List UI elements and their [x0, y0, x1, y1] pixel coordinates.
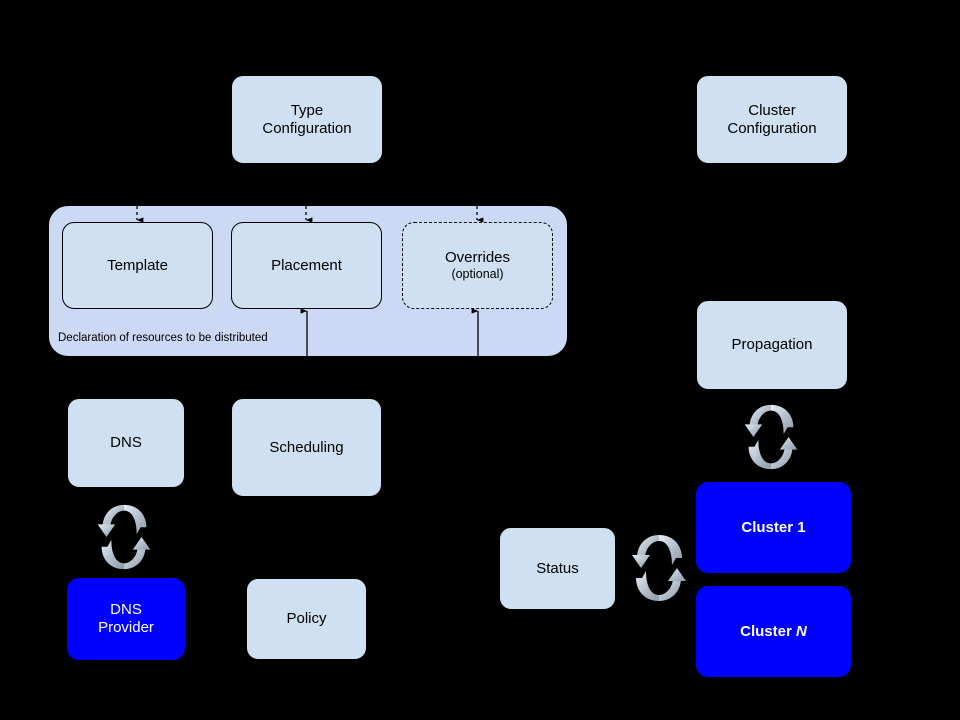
node-label: Scheduling — [269, 438, 344, 456]
node-status[interactable]: Status — [499, 527, 616, 610]
node-label: Cluster 1 — [741, 518, 806, 536]
sync-arrowhead-down — [744, 424, 763, 437]
node-label: Cluster Configuration — [727, 101, 817, 137]
sync-arc-top-left — [749, 404, 771, 428]
node-cluster-configuration[interactable]: Cluster Configuration — [696, 75, 848, 164]
sync-arc-top — [659, 535, 682, 565]
node-overrides[interactable]: Overrides(optional) — [402, 222, 553, 309]
node-cluster-1[interactable]: Cluster 1 — [696, 482, 851, 573]
node-label: Policy — [286, 610, 327, 627]
node-label: Status — [536, 559, 579, 577]
node-cluster-n[interactable]: Cluster N — [696, 586, 851, 677]
sync-icon-status-cluster-sync — [632, 535, 686, 601]
node-label: Cluster N — [740, 622, 807, 640]
node-scheduling[interactable]: Scheduling — [231, 398, 382, 497]
node-template[interactable]: Template — [62, 222, 213, 309]
node-label: DNS Provider — [98, 601, 154, 636]
sync-icon-propagation-cluster-sync — [744, 404, 798, 470]
node-type-configuration[interactable]: Type Configuration — [231, 75, 383, 164]
node-dns-provider[interactable]: DNS Provider — [67, 578, 185, 660]
sync-icon-dns-sync — [97, 504, 151, 570]
sync-arc-bottom-right — [771, 446, 793, 470]
node-label: Placement — [271, 256, 342, 274]
node-propagation[interactable]: Propagation — [696, 300, 848, 390]
sync-arc-top — [771, 404, 794, 435]
sync-arrowhead-up — [779, 437, 798, 450]
node-label: Template — [107, 256, 168, 274]
sync-arrowhead-down — [97, 524, 116, 537]
node-placement[interactable]: Placement — [231, 222, 382, 309]
node-sublabel: (optional) — [451, 267, 504, 281]
sync-arc-bottom — [748, 439, 771, 470]
node-policy[interactable]: Policy — [246, 578, 367, 660]
node-label: Type Configuration — [262, 101, 352, 137]
node-label: DNS — [110, 434, 142, 451]
sync-arc-top-left — [637, 535, 659, 558]
sync-arrowhead-up — [668, 568, 686, 581]
sync-arc-bottom — [636, 571, 659, 601]
sync-arc-bottom-right — [659, 578, 681, 601]
sync-arc-top — [124, 504, 147, 535]
node-dns[interactable]: DNS — [67, 398, 185, 488]
sync-arrowhead-down — [632, 555, 650, 568]
group-caption: Declaration of resources to be distribut… — [58, 332, 268, 344]
sync-arc-bottom-right — [124, 546, 146, 570]
sync-arc-top-left — [102, 504, 124, 528]
node-label: Overrides(optional) — [444, 249, 511, 281]
node-label: Propagation — [731, 336, 813, 353]
sync-arrowhead-up — [132, 537, 151, 550]
sync-arc-bottom — [101, 539, 124, 570]
